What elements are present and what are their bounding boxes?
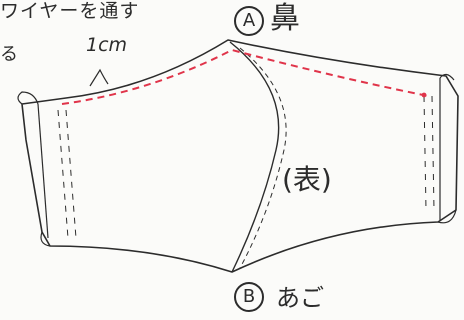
left-fold-hook-top — [17, 91, 39, 105]
right-stitch-1 — [423, 95, 427, 211]
wire-note-label: ワイヤーを通す — [0, 0, 140, 22]
wire-line — [61, 48, 429, 105]
center-seam — [229, 41, 280, 273]
side-note-label: る — [0, 44, 18, 65]
wire-end-dot — [421, 92, 427, 98]
seam-width-label: 1cm — [86, 34, 128, 56]
left-stitch-1 — [57, 109, 69, 239]
left-fold-hook-bottom — [40, 231, 51, 247]
center-stitch — [239, 47, 287, 269]
right-stitch-2 — [431, 95, 435, 211]
right-fold-hook-top — [439, 73, 455, 81]
left-fold-line — [37, 103, 49, 239]
right-fold-hook-bottom — [437, 209, 457, 224]
point-b-marker: B — [234, 282, 264, 312]
point-a-marker: A — [234, 6, 264, 36]
nose-label: 鼻 — [270, 1, 300, 36]
mask-outline — [21, 39, 459, 273]
width-pointer — [89, 68, 109, 87]
front-side-label: (表) — [282, 163, 332, 196]
left-stitch-2 — [65, 109, 77, 239]
chin-label: あご — [276, 284, 324, 312]
